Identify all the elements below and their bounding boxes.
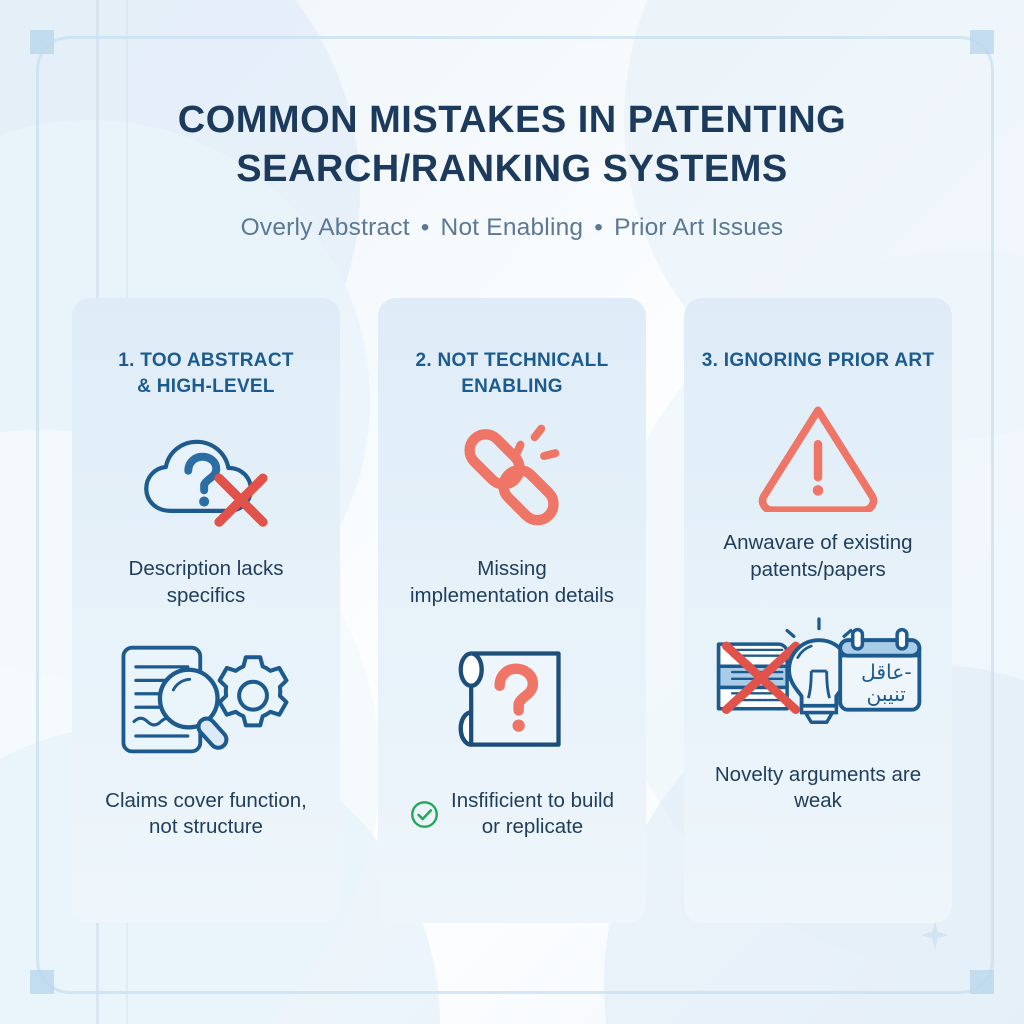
- mistake-card-ignoring-prior-art: 3. IGNORING PRIOR ART Anwavare of existi…: [684, 298, 952, 923]
- card-title-line2: & HIGH-LEVEL: [137, 376, 275, 398]
- document-magnifier-gear-icon: [72, 630, 340, 770]
- caption-line2: not structure: [149, 815, 263, 839]
- corner-square-accent: [30, 30, 54, 54]
- card-caption-top: Missing implementation details: [387, 556, 637, 609]
- caption-line2: weak: [794, 789, 842, 813]
- caption-line1: Novelty arguments are: [714, 762, 922, 786]
- card-title-line2: ENABLING: [461, 376, 563, 398]
- card-title-line1: 2. NOT TECHNICALL: [415, 350, 609, 371]
- subtitle-part-2: Not Enabling: [440, 214, 584, 242]
- caption-line1: Claims cover function,: [105, 788, 307, 812]
- books-lightbulb-calendar-icon: عاقل- تنيبن: [684, 604, 952, 744]
- caption-line2: specifics: [166, 584, 246, 608]
- page-header: COMMON MISTAKES IN PATENTING SEARCH/RANK…: [0, 96, 1024, 242]
- mistake-card-not-enabling: 2. NOT TECHNICALL ENABLING: [378, 298, 646, 923]
- subtitle-part-1: Overly Abstract: [240, 214, 410, 242]
- caption-line2: implementation details: [410, 584, 614, 608]
- corner-square-accent: [30, 970, 54, 994]
- caption-line2: or replicate: [481, 815, 584, 839]
- card-caption-top: Anwavare of existing patents/papers: [693, 530, 943, 583]
- caption-line2: patents/papers: [750, 557, 886, 581]
- subtitle-separator-dot: •: [420, 214, 430, 242]
- card-title-line1: 3. IGNORING PRIOR ART: [701, 350, 935, 371]
- calendar-text-line1: عاقل-: [861, 659, 912, 683]
- card-caption-top: Description lacks specifics: [81, 556, 331, 609]
- broken-chain-icon: [378, 406, 646, 556]
- warning-triangle-icon: [684, 380, 952, 530]
- corner-square-accent: [970, 30, 994, 54]
- card-caption-bottom: Novelty arguments are weak: [693, 762, 943, 815]
- card-title-line1: 1. TOO ABSTRACT: [118, 350, 294, 371]
- svg-text:تنيبن: تنيبن: [866, 682, 905, 706]
- caption-line1: Insfificient to build: [451, 788, 614, 812]
- page-subtitle: Overly Abstract • Not Enabling • Prior A…: [0, 214, 1024, 242]
- card-caption-bottom-with-check: Insfificient to build or replicate: [381, 788, 643, 841]
- page-title-line1: COMMON MISTAKES IN PATENTING: [177, 99, 847, 141]
- card-title: 2. NOT TECHNICALL ENABLING: [389, 348, 635, 400]
- card-title: 3. IGNORING PRIOR ART: [695, 348, 941, 374]
- mistake-cards-row: 1. TOO ABSTRACT & HIGH-LEVEL Description…: [72, 298, 952, 923]
- card-title: 1. TOO ABSTRACT & HIGH-LEVEL: [83, 348, 329, 400]
- page-title: COMMON MISTAKES IN PATENTING SEARCH/RANK…: [0, 96, 1024, 194]
- subtitle-separator-dot: •: [594, 214, 604, 242]
- cloud-question-x-icon: [72, 406, 340, 556]
- caption-line1: Description lacks: [128, 557, 284, 581]
- sparkle-icon: [918, 918, 952, 952]
- caption-line1: Missing: [477, 557, 547, 581]
- subtitle-part-3: Prior Art Issues: [614, 214, 784, 242]
- page-title-line2: SEARCH/RANKING SYSTEMS: [236, 148, 788, 191]
- corner-square-accent: [970, 970, 994, 994]
- check-circle-icon: [410, 800, 439, 829]
- card-caption-bottom: Insfificient to build or replicate: [451, 788, 614, 841]
- caption-line1: Anwavare of existing: [723, 531, 913, 555]
- card-caption-bottom: Claims cover function, not structure: [81, 788, 331, 841]
- blueprint-question-icon: [378, 630, 646, 770]
- mistake-card-too-abstract: 1. TOO ABSTRACT & HIGH-LEVEL Description…: [72, 298, 340, 923]
